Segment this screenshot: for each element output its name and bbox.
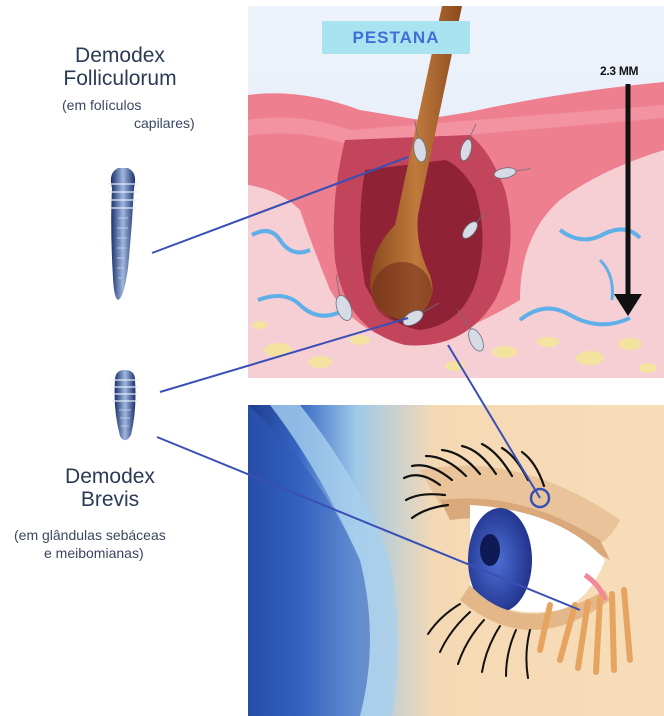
depth-scale-label: 2.3 MM: [600, 64, 664, 78]
folliculorum-subtitle-line1: (em folículos: [62, 96, 141, 114]
eye-closeup-illustration: [248, 405, 664, 716]
brevis-subtitle-line1: (em glândulas sebáceas: [14, 526, 166, 544]
brevis-title: Demodex Brevis: [40, 465, 180, 511]
demodex-folliculorum-mite-icon: [108, 168, 138, 300]
demodex-brevis-mite-icon: [111, 370, 139, 440]
follicle-cross-section: [248, 6, 664, 378]
brevis-subtitle-line2: e meibomianas): [44, 544, 144, 562]
folliculorum-title: Demodex Folliculorum: [30, 44, 210, 90]
folliculorum-subtitle-line2: capilares): [134, 114, 195, 132]
pestana-label: PESTANA: [322, 21, 470, 54]
